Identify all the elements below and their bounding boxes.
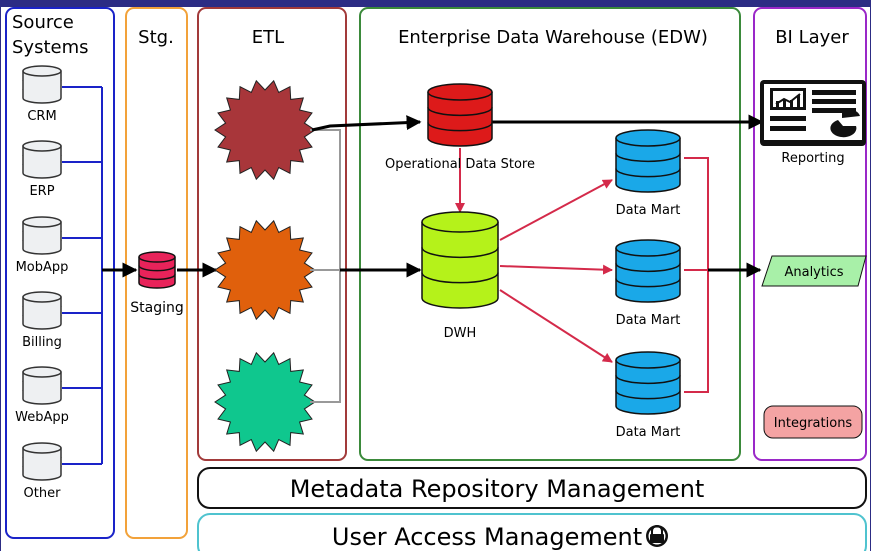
dwh-database-icon	[421, 211, 499, 309]
user-access-bar	[197, 513, 867, 551]
source-systems-panel	[5, 7, 115, 539]
gear-icon	[214, 79, 316, 181]
analytics-label: Analytics	[784, 265, 843, 280]
edw-panel	[359, 7, 741, 461]
source-label-erp: ERP	[29, 184, 54, 199]
data-mart-label: Data Mart	[616, 203, 681, 218]
dwh-cylinder	[421, 211, 499, 309]
ods-cylinder	[427, 83, 493, 147]
database-icon	[22, 140, 62, 179]
mart-bracket	[684, 157, 709, 393]
etl-panel	[197, 7, 347, 461]
source-label-crm: CRM	[27, 109, 56, 124]
bi-layer-title: BI Layer	[775, 27, 849, 48]
edw-title: Enterprise Data Warehouse (EDW)	[398, 27, 708, 48]
source-systems-title: Source Systems	[12, 12, 89, 58]
source-label-billing: Billing	[22, 335, 62, 350]
bi-layer-panel	[753, 7, 867, 461]
staging-label: Staging	[130, 300, 184, 316]
database-icon	[22, 291, 62, 330]
staging-title: Stg.	[138, 27, 174, 48]
gear-icon	[214, 219, 316, 321]
arrow-dwh-to-mart-3	[499, 289, 613, 363]
database-icon	[22, 366, 62, 405]
source-label-webapp: WebApp	[15, 410, 69, 425]
source-connectors	[62, 86, 103, 465]
data-mart-cylinder	[615, 129, 681, 193]
user-access-label: User Access Management	[332, 523, 642, 551]
ods-label: Operational Data Store	[385, 157, 535, 172]
data-mart-cylinder	[615, 351, 681, 415]
integrations-box	[763, 405, 863, 439]
database-icon	[22, 65, 62, 104]
metadata-bar	[197, 467, 867, 509]
gear-icon	[214, 351, 316, 453]
data-mart-label: Data Mart	[616, 425, 681, 440]
etl-gears	[214, 79, 316, 453]
staging-database-icon	[138, 251, 176, 289]
lock-icon	[646, 525, 668, 547]
etl-bracket	[310, 129, 341, 403]
metadata-label: Metadata Repository Management	[290, 475, 705, 503]
ods-database-icon	[427, 83, 493, 147]
arrow-etl-to-ods	[311, 115, 422, 132]
staging-cylinder	[138, 251, 176, 289]
database-icon	[22, 442, 62, 481]
database-icon	[22, 216, 62, 255]
data-mart-cylinder	[615, 239, 681, 303]
arrow-dwh-to-mart-2	[499, 264, 613, 275]
analytics-box	[761, 255, 867, 287]
report-chart-icon	[760, 80, 866, 146]
source-label-other: Other	[24, 486, 62, 501]
reporting-label: Reporting	[781, 151, 844, 166]
dwh-label: DWH	[444, 326, 477, 341]
arrow-dwh-to-mart-1	[499, 179, 613, 241]
data-mart-label: Data Mart	[616, 313, 681, 328]
integrations-label: Integrations	[774, 416, 853, 431]
etl-title: ETL	[252, 27, 284, 48]
source-label-mobapp: MobApp	[16, 260, 69, 275]
